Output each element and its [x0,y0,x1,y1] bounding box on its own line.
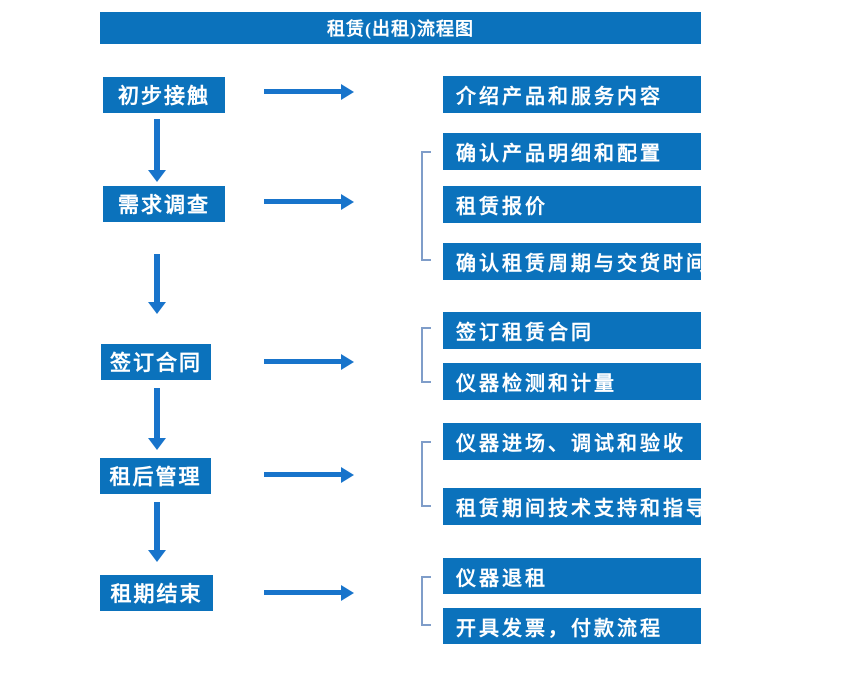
right-arrow-3 [264,354,354,370]
group-bracket-post-rental [421,441,431,507]
right-arrow-4 [264,467,354,483]
detail-instrument-return: 仪器退租 [443,558,701,594]
arrow-head [148,302,166,314]
group-bracket-rental-end [421,576,431,626]
right-arrow-5 [264,585,354,601]
detail-instrument-setup-accept: 仪器进场、调试和验收 [443,423,701,460]
arrow-head [341,354,354,370]
arrow-head [148,438,166,450]
detail-sign-rental-contract: 签订租赁合同 [443,312,701,349]
group-bracket-sign-contract [421,327,431,383]
arrow-shaft [264,359,342,364]
arrow-shaft [264,199,342,204]
detail-instrument-inspection: 仪器检测和计量 [443,363,701,400]
arrow-head [341,467,354,483]
step-post-rental-management: 租后管理 [100,458,211,494]
arrow-shaft [264,590,342,595]
detail-tech-support-guidance: 租赁期间技术支持和指导 [443,488,706,525]
step-sign-contract: 签订合同 [101,344,211,380]
detail-invoice-payment-process: 开具发票，付款流程 [443,608,701,644]
arrow-head [148,170,166,182]
arrow-head [148,550,166,562]
arrow-shaft [154,502,160,551]
detail-intro-products-services: 介绍产品和服务内容 [443,76,701,113]
group-bracket-demand-survey [421,151,431,261]
down-arrow-4 [148,502,166,562]
down-arrow-2 [148,254,166,314]
right-arrow-2 [264,194,354,210]
arrow-shaft [154,388,160,439]
arrow-shaft [264,89,342,94]
down-arrow-3 [148,388,166,450]
detail-confirm-product-details: 确认产品明细和配置 [443,133,701,170]
step-rental-end: 租期结束 [100,575,213,611]
arrow-shaft [264,472,342,477]
right-arrow-1 [264,84,354,100]
arrow-head [341,84,354,100]
step-initial-contact: 初步接触 [103,77,225,113]
arrow-head [341,194,354,210]
arrow-head [341,585,354,601]
flowchart-title: 租赁(出租)流程图 [100,12,701,44]
detail-rental-quote: 租赁报价 [443,186,701,223]
down-arrow-1 [148,119,166,182]
step-demand-survey: 需求调查 [103,186,225,222]
arrow-shaft [154,254,160,303]
detail-confirm-rental-period: 确认租赁周期与交货时间 [443,243,706,280]
arrow-shaft [154,119,160,171]
